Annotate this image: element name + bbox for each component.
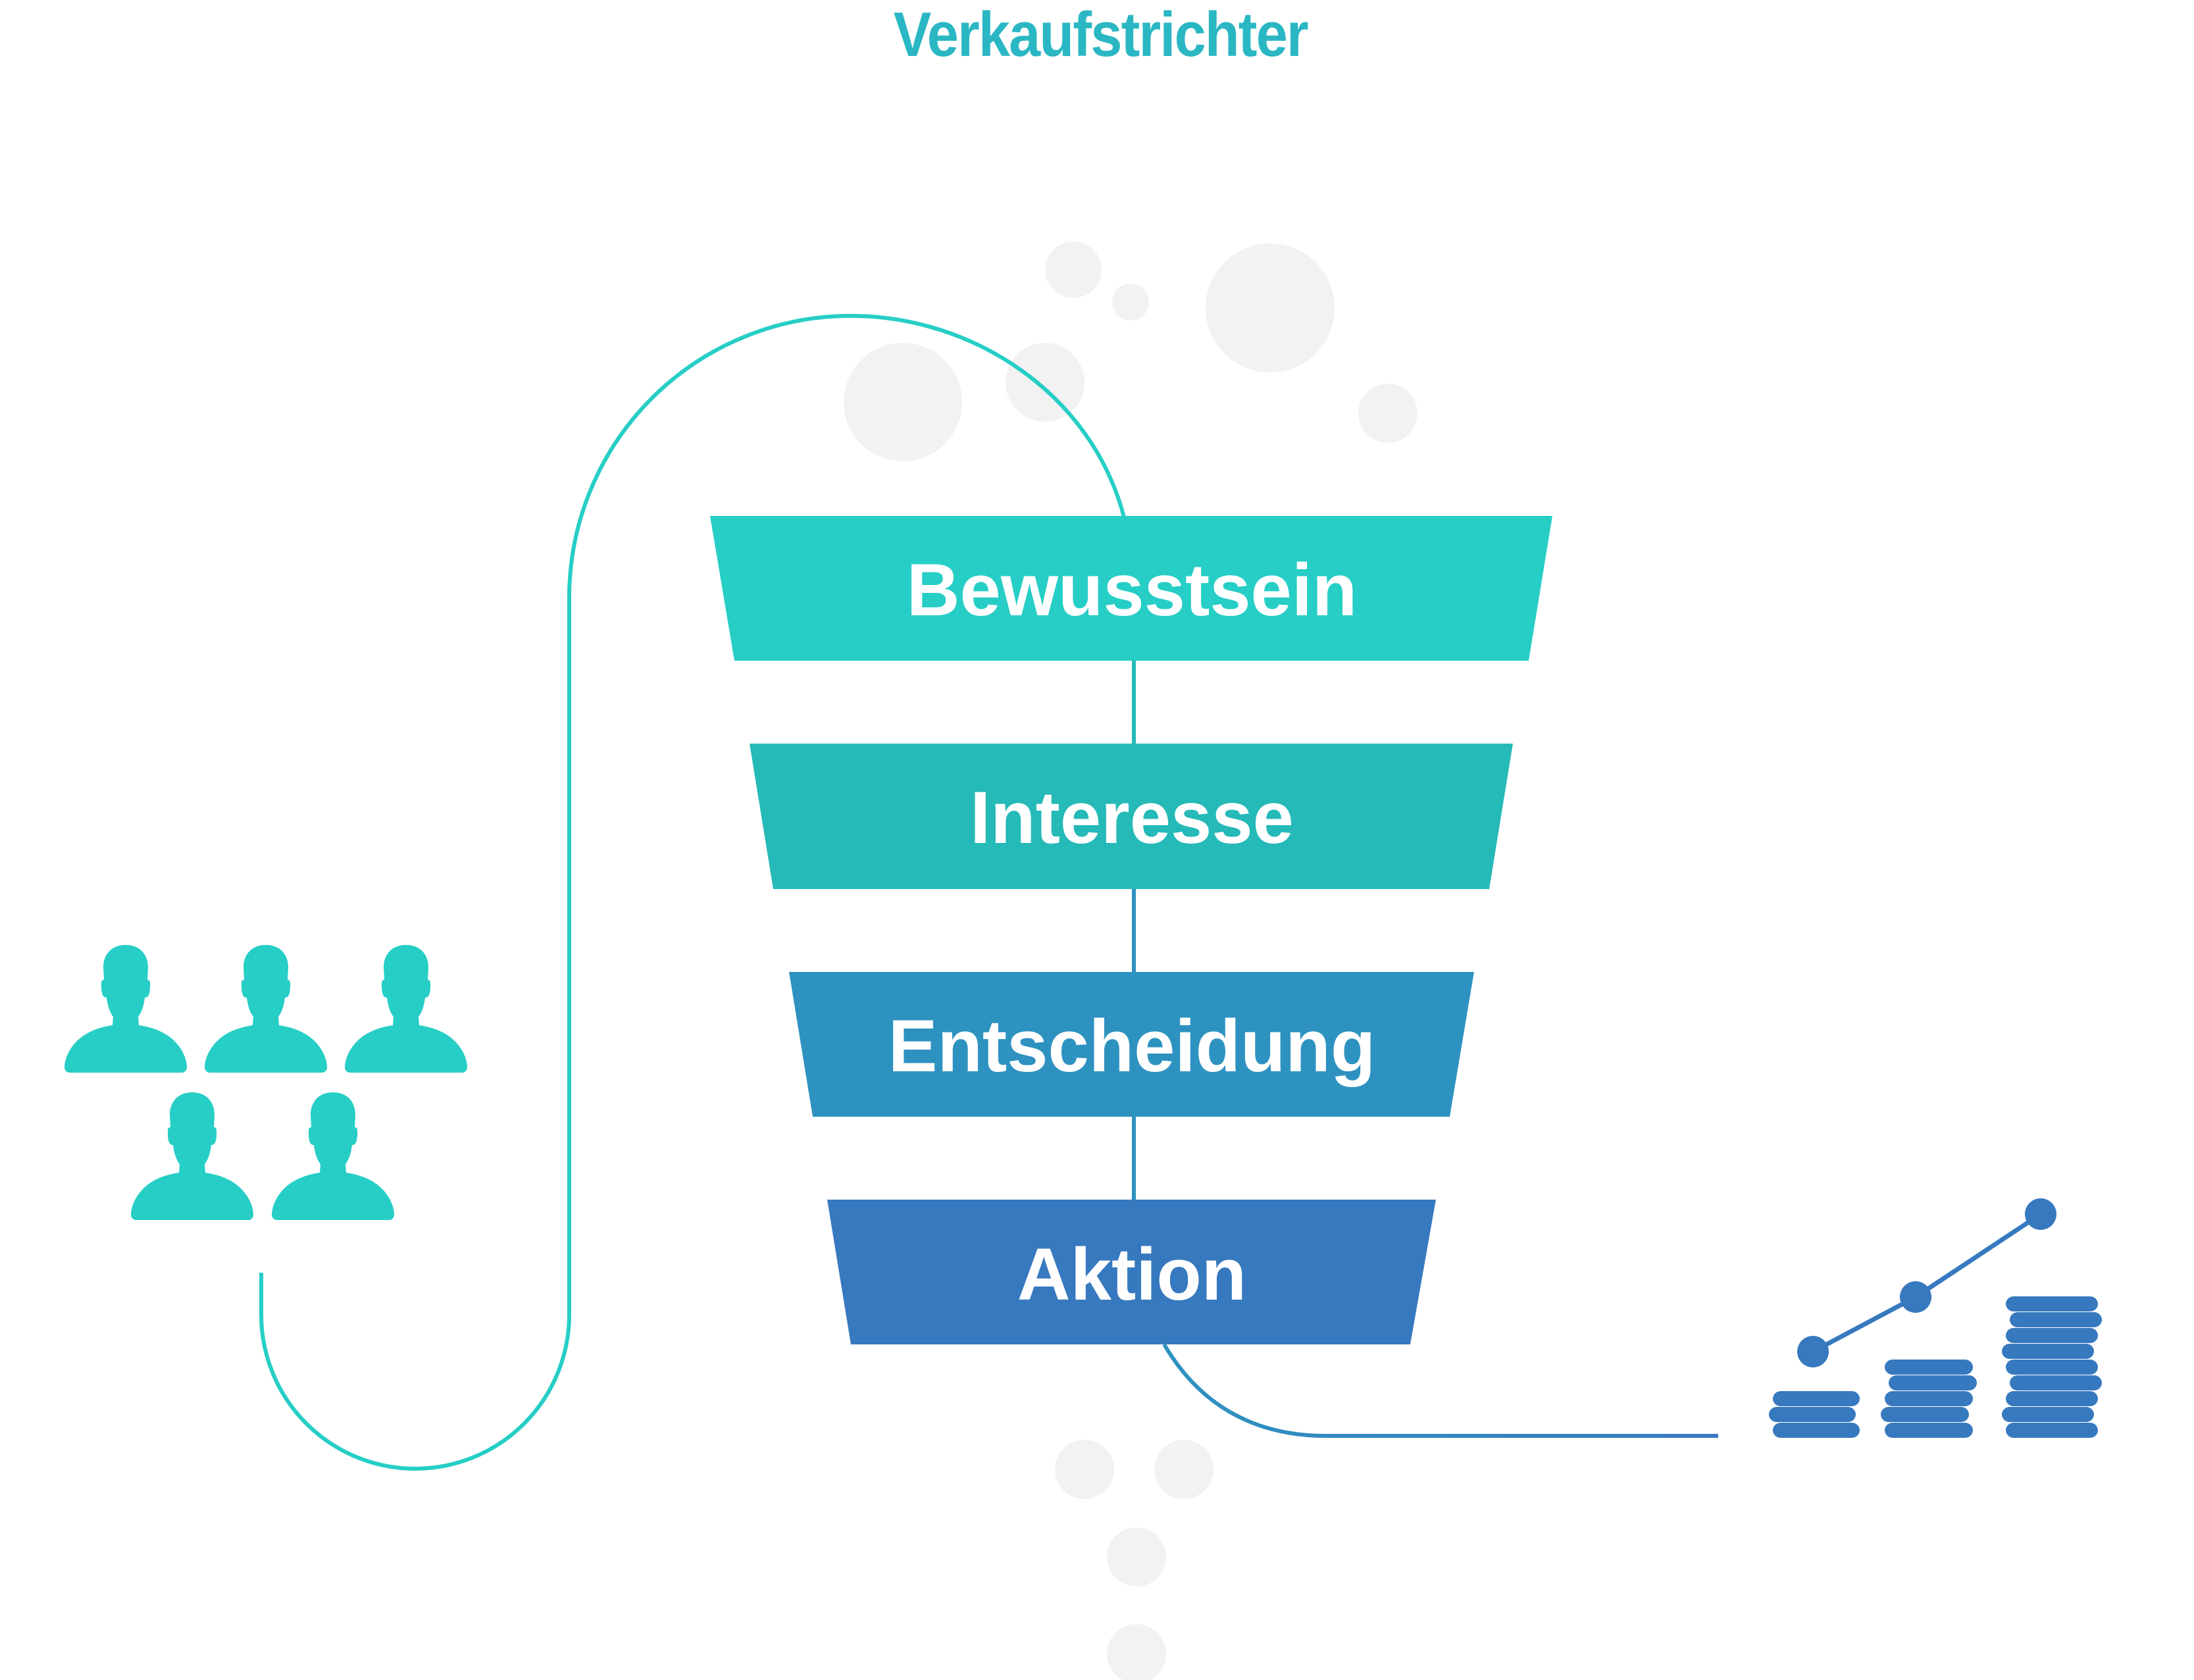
coin bbox=[1881, 1407, 1969, 1422]
bubble bbox=[1107, 1624, 1166, 1680]
trend-point bbox=[1797, 1336, 1829, 1367]
bubble bbox=[1055, 1440, 1114, 1499]
bubble bbox=[1358, 384, 1417, 443]
trend-line bbox=[1812, 1212, 2042, 1354]
person-icon bbox=[131, 1092, 253, 1220]
bubble bbox=[1045, 242, 1102, 298]
funnel-stage-4[interactable] bbox=[827, 1200, 1436, 1344]
coin bbox=[2002, 1344, 2094, 1359]
coin bbox=[1773, 1423, 1860, 1438]
coin bbox=[1889, 1375, 1977, 1390]
funnel-stage-3[interactable] bbox=[789, 972, 1474, 1117]
people-group-icon bbox=[64, 945, 467, 1220]
bubble bbox=[1107, 1527, 1166, 1587]
coin bbox=[2006, 1296, 2098, 1311]
bubble bbox=[1112, 284, 1149, 320]
growth-coins-icon bbox=[1769, 1198, 2102, 1438]
person-icon bbox=[272, 1092, 394, 1220]
diagram-title: Verkaufstrichter bbox=[893, 0, 1309, 70]
bubble bbox=[1206, 243, 1335, 372]
coin bbox=[2006, 1328, 2098, 1343]
trend-point bbox=[2025, 1198, 2056, 1230]
funnel-stage-2[interactable] bbox=[750, 744, 1513, 889]
coin bbox=[2006, 1360, 2098, 1375]
person-icon bbox=[205, 945, 327, 1073]
funnel-stage-1[interactable] bbox=[710, 516, 1552, 661]
coin bbox=[2010, 1375, 2102, 1390]
bubble bbox=[844, 343, 962, 461]
funnel-stage-4-label: Aktion bbox=[1017, 1233, 1246, 1315]
coin bbox=[2002, 1407, 2094, 1422]
bubble bbox=[1154, 1440, 1213, 1499]
bubble bbox=[1006, 343, 1084, 422]
coin bbox=[1773, 1391, 1860, 1406]
coin bbox=[2010, 1312, 2102, 1327]
person-icon bbox=[64, 945, 187, 1073]
funnel-stages: Bewusstsein Interesse Entscheidung Aktio… bbox=[710, 516, 1552, 1344]
coin bbox=[1769, 1407, 1856, 1422]
decorative-bubbles bbox=[844, 242, 1417, 1680]
trend-point bbox=[1900, 1281, 1931, 1313]
funnel-stage-1-label: Bewusstsein bbox=[907, 549, 1358, 631]
funnel-stage-2-label: Interesse bbox=[970, 776, 1294, 859]
funnel-stage-3-label: Entscheidung bbox=[888, 1005, 1375, 1087]
coin bbox=[1885, 1360, 1973, 1375]
journey-path-left bbox=[259, 313, 1126, 1471]
journey-path-right bbox=[1162, 1343, 1718, 1438]
coin bbox=[1885, 1423, 1973, 1438]
coin bbox=[2006, 1423, 2098, 1438]
person-icon bbox=[345, 945, 467, 1073]
coin bbox=[1885, 1391, 1973, 1406]
coin bbox=[2006, 1391, 2098, 1406]
